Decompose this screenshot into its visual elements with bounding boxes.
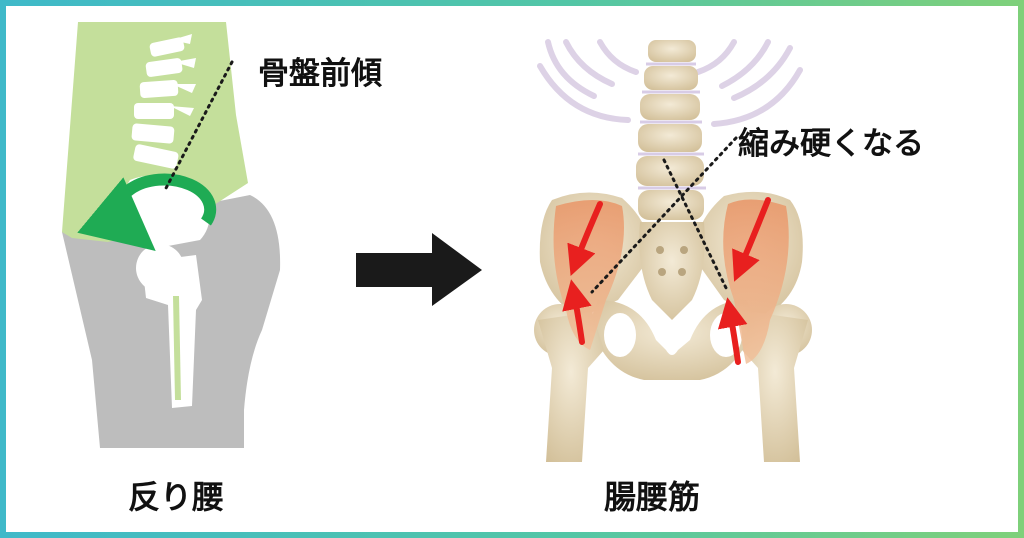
caption-iliopsoas: 腸腰筋: [604, 478, 701, 516]
pelvic-rotation-arrow: [77, 173, 217, 252]
ribcage: [537, 39, 803, 127]
lordosis-figure: [62, 22, 281, 448]
annotation-muscle-shortening: 縮み硬くなる: [738, 126, 924, 162]
transition-arrow: [356, 233, 482, 306]
caption-lordosis: 反り腰: [128, 478, 225, 516]
sacrum: [639, 222, 705, 320]
contraction-pointers: [590, 136, 738, 294]
pelvic-tilt-pointer: [162, 60, 234, 194]
lumbar-spine: [636, 40, 706, 220]
annotation-pelvic-tilt: 骨盤前傾: [258, 56, 382, 92]
spine: [131, 34, 196, 169]
femur: [136, 244, 202, 408]
pelvis-anatomy: [534, 39, 812, 462]
contraction-arrows: [562, 197, 771, 365]
